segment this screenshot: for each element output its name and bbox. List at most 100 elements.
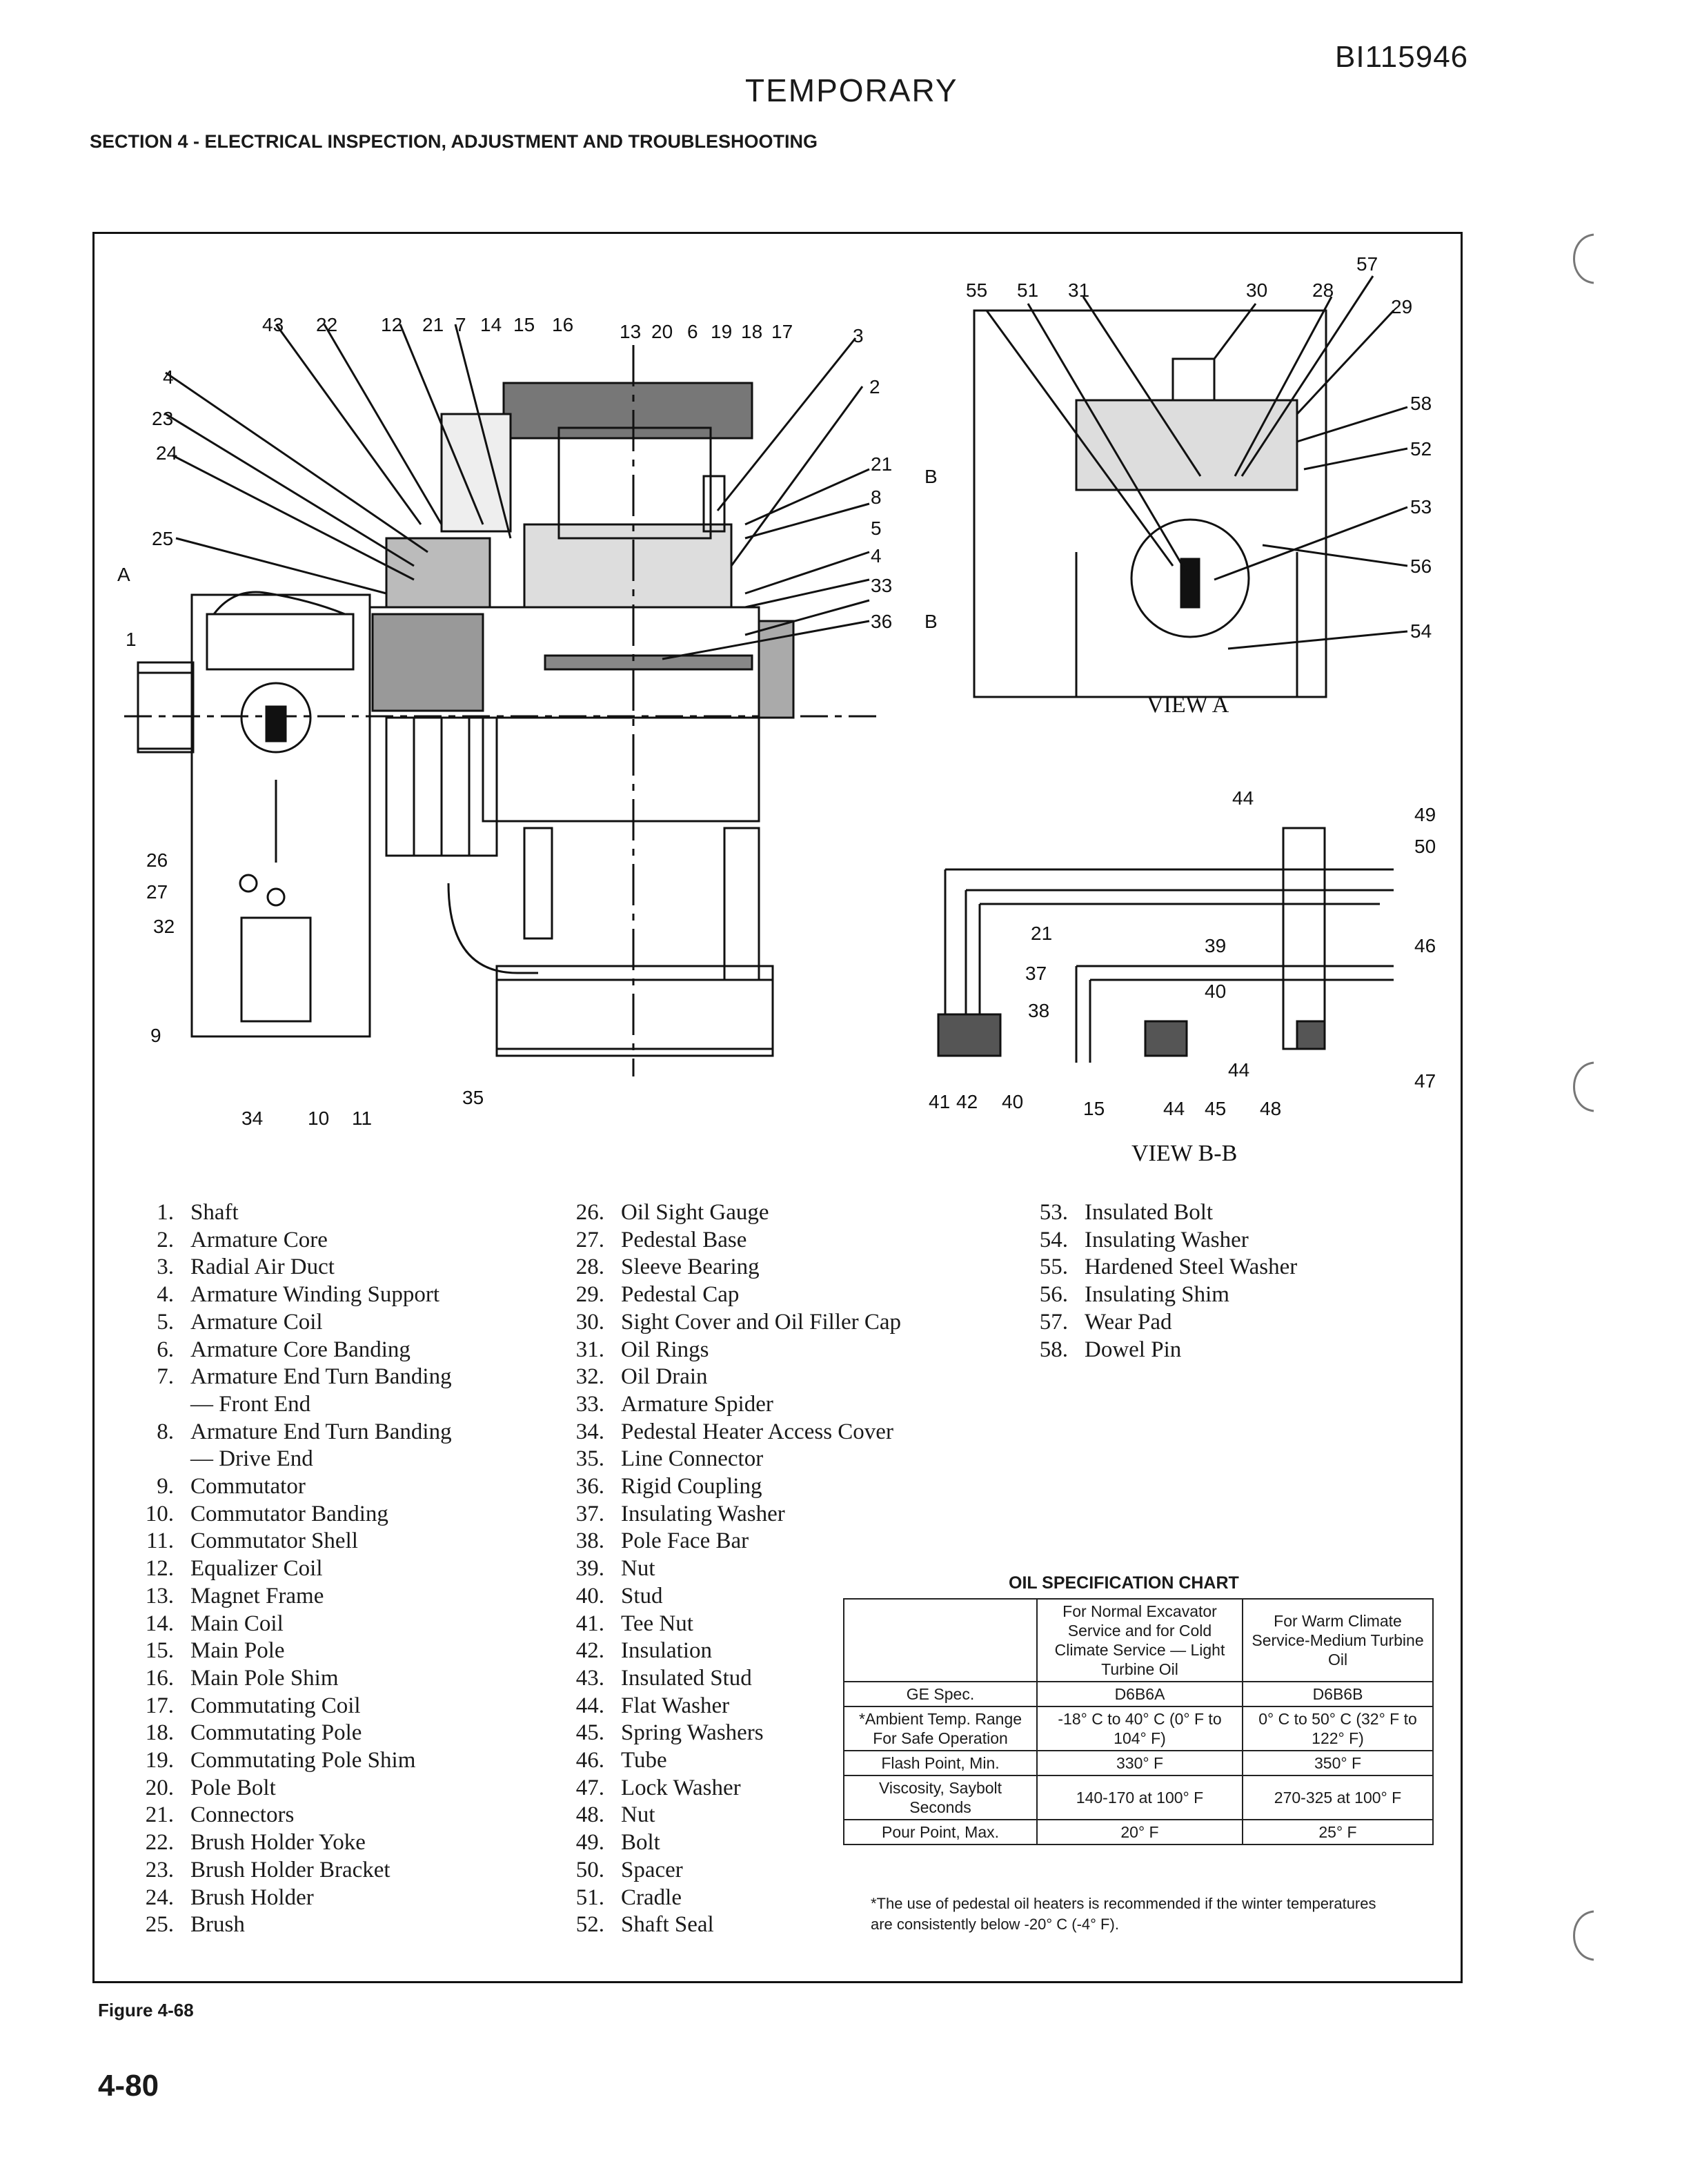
list-item: 3.Radial Air Duct [131, 1254, 452, 1281]
part-name: Armature Core Banding [190, 1337, 411, 1362]
table-row: *Ambient Temp. Range For Safe Operation … [843, 1706, 1434, 1751]
page-number: 4-80 [98, 2069, 159, 2103]
part-name: Rigid Coupling [621, 1474, 762, 1499]
callout-label: 15 [513, 314, 535, 335]
callout-label: 17 [771, 321, 793, 342]
part-name: Bolt [621, 1830, 660, 1856]
part-number: 47. [575, 1775, 604, 1800]
table-cell: D6B6B [1242, 1681, 1434, 1707]
part-name: Wear Pad [1085, 1309, 1172, 1335]
list-item: 39.Nut [562, 1555, 901, 1583]
table-cell: 330° F [1036, 1750, 1243, 1776]
part-name: Equalizer Coil [190, 1556, 323, 1582]
table-corner-cell [843, 1598, 1038, 1682]
part-name: Hardened Steel Washer [1085, 1255, 1298, 1280]
callout-label: 22 [316, 314, 337, 335]
part-name: Armature Winding Support [190, 1282, 440, 1308]
callout-label: 35 [462, 1087, 484, 1108]
list-item: 15. Main Pole [131, 1637, 452, 1665]
figure-frame [92, 232, 1463, 1983]
list-item: 29. Pedestal Cap [562, 1281, 901, 1309]
callout-label: 40 [1205, 981, 1226, 1002]
table-cell: 20° F [1036, 1819, 1243, 1845]
part-name: Lock Washer [621, 1775, 741, 1800]
callout-label: 57 [1356, 253, 1378, 275]
callout-label: 58 [1410, 393, 1432, 414]
list-item: 57.Wear Pad [1025, 1309, 1297, 1337]
list-item: 43.Insulated Stud [562, 1665, 901, 1693]
part-number: 15. [145, 1638, 174, 1664]
part-name: Stud [621, 1583, 663, 1609]
part-number: 42. [575, 1638, 604, 1664]
part-number: 55. [1039, 1255, 1068, 1280]
list-item: 53.Insulated Bolt [1025, 1199, 1297, 1227]
part-name: Line Connector [621, 1446, 764, 1472]
list-item: 17.Commutating Coil [131, 1693, 452, 1720]
callout-label: 43 [262, 314, 284, 335]
section-heading: SECTION 4 - ELECTRICAL INSPECTION, ADJUS… [90, 131, 818, 152]
part-name: Commutator Banding [190, 1501, 388, 1526]
table-cell: 140-170 at 100° F [1036, 1775, 1243, 1820]
list-item: 23.Brush Holder Bracket [131, 1857, 452, 1885]
callout-label: 26 [146, 849, 168, 871]
view-a-label: VIEW A [1147, 692, 1229, 718]
row-label: Pour Point, Max. [843, 1819, 1038, 1845]
callout-label: 34 [241, 1108, 263, 1129]
callout-label: 41 [929, 1091, 950, 1112]
callout-label: 6 [687, 321, 698, 342]
callout-label: 36 [871, 611, 892, 632]
part-name: Pole Face Bar [621, 1528, 749, 1554]
table-cell: D6B6A [1036, 1681, 1243, 1707]
part-number: 1. [157, 1200, 174, 1225]
table-row: GE Spec. D6B6A D6B6B [843, 1681, 1434, 1707]
part-name: Insulating Shim [1085, 1282, 1229, 1308]
oil-chart-footnote: *The use of pedestal oil heaters is reco… [871, 1895, 1376, 1933]
callout-label: 12 [381, 314, 402, 335]
part-name: Armature End Turn Banding [190, 1364, 452, 1390]
binder-hole-mark [1561, 1056, 1602, 1118]
list-item: 35. Line Connector [562, 1446, 901, 1473]
callout-label: 19 [711, 321, 732, 342]
list-item: 46.Tube [562, 1747, 901, 1775]
callout-label: 32 [153, 916, 175, 937]
callout-label: 9 [150, 1025, 161, 1046]
callout-label: 24 [156, 442, 177, 464]
view-bb-label: VIEW B-B [1131, 1141, 1237, 1166]
part-number: 3. [157, 1255, 174, 1280]
part-number: 25. [145, 1912, 174, 1938]
part-name: Magnet Frame [190, 1583, 324, 1609]
part-number: 34. [575, 1419, 604, 1444]
binder-hole-mark [1561, 1905, 1602, 1967]
list-item: 54.Insulating Washer [1025, 1227, 1297, 1255]
part-number: 21. [145, 1802, 174, 1828]
callout-label: 20 [651, 321, 673, 342]
part-name: Cradle [621, 1885, 682, 1910]
part-number: 17. [145, 1693, 174, 1718]
callout-label: 7 [455, 314, 466, 335]
callout-label: 51 [1017, 279, 1038, 301]
list-item: 7.Armature End Turn Banding [131, 1364, 452, 1391]
figure-callouts: 43 22 12 21 7 14 15 16 13 20 6 19 18 17 … [117, 253, 1436, 1129]
part-name: Tee Nut [621, 1611, 693, 1636]
list-item: 27.Pedestal Base [562, 1227, 901, 1255]
part-name: Main Pole [190, 1638, 285, 1664]
part-number: 19. [145, 1748, 174, 1773]
part-number: 35. [575, 1446, 604, 1472]
callout-label: 16 [552, 314, 573, 335]
part-number: 22. [145, 1830, 174, 1856]
part-name: Pedestal Cap [621, 1282, 740, 1308]
callout-label: 3 [853, 325, 864, 346]
callout-label: 13 [620, 321, 641, 342]
callout-label: 37 [1025, 963, 1047, 984]
table-cell: 0° C to 50° C (32° F to 122° F) [1242, 1706, 1434, 1751]
list-item: 20.Pole Bolt [131, 1775, 452, 1802]
part-name: Oil Drain [621, 1364, 708, 1390]
part-name: Armature Spider [621, 1391, 773, 1417]
list-item: 31.Oil Rings [562, 1337, 901, 1364]
table-cell: 350° F [1242, 1750, 1434, 1776]
part-name: Pole Bolt [190, 1775, 276, 1800]
part-number: 23. [145, 1857, 174, 1882]
part-number: 29. [575, 1282, 604, 1308]
callout-label: 56 [1410, 555, 1432, 577]
part-number: 26. [575, 1200, 604, 1225]
